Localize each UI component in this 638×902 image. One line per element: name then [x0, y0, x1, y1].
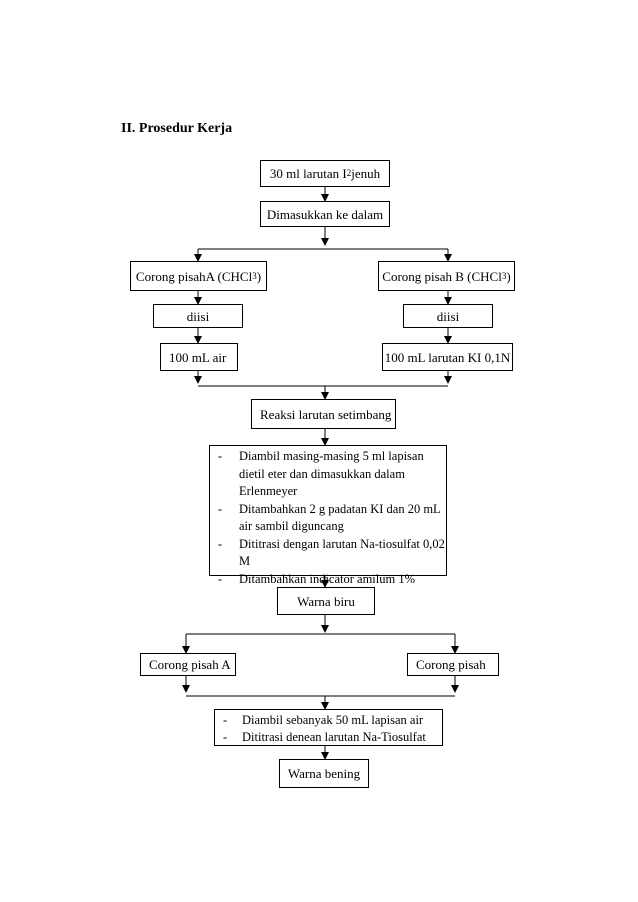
blue-color-box: Warna biru	[277, 587, 375, 615]
start-text: 30 ml larutan I	[269, 166, 347, 181]
fill-b-box: diisi	[403, 304, 493, 328]
funnel-a2-box: Corong pisah A	[140, 653, 236, 676]
fill-a-box: diisi	[153, 304, 243, 328]
funnel-a-subscript: 3	[252, 270, 257, 281]
start-text-tail: jenuh	[351, 166, 381, 181]
funnel-b-text: Corong pisah B (CHCl	[382, 268, 502, 284]
funnel-b-tail: )	[506, 268, 511, 284]
procedure-box-2: Diambil sebanyak 50 mL lapisan air Ditit…	[214, 709, 443, 746]
content-b-box: 100 mL larutan KI 0,1N	[382, 343, 513, 371]
funnel-b-subscript: 3	[501, 270, 507, 281]
procedure-1-step-1: Diambil masing-masing 5 ml lapisan dieti…	[210, 448, 446, 501]
procedure-2-step-2: Dititrasi denean larutan Na-Tiosulfat	[215, 729, 442, 746]
start-subscript: 2	[346, 168, 352, 178]
funnel-a-text: Corong pisahA (CHCl	[135, 268, 253, 284]
procedure-1-step-4: Ditambahkan indicator amilum 1%	[210, 571, 446, 589]
procedure-2-step-1: Diambil sebanyak 50 mL lapisan air	[215, 712, 442, 729]
clear-color-box: Warna bening	[279, 759, 369, 788]
equilibrium-box: Reaksi larutan setimbang	[251, 399, 396, 429]
procedure-1-step-2: Ditambahkan 2 g padatan KI dan 20 mL air…	[210, 501, 446, 536]
procedure-1-step-3: Dititrasi dengan larutan Na-tiosulfat 0,…	[210, 536, 446, 571]
section-heading: II. Prosedur Kerja	[121, 121, 233, 136]
funnel-b2-box: Corong pisah	[407, 653, 499, 676]
insert-box: Dimasukkan ke dalam	[260, 201, 390, 227]
funnel-a-tail: )	[256, 268, 262, 284]
content-a-box: 100 mL air	[160, 343, 238, 371]
procedure-box-1: Diambil masing-masing 5 ml lapisan dieti…	[209, 445, 447, 588]
